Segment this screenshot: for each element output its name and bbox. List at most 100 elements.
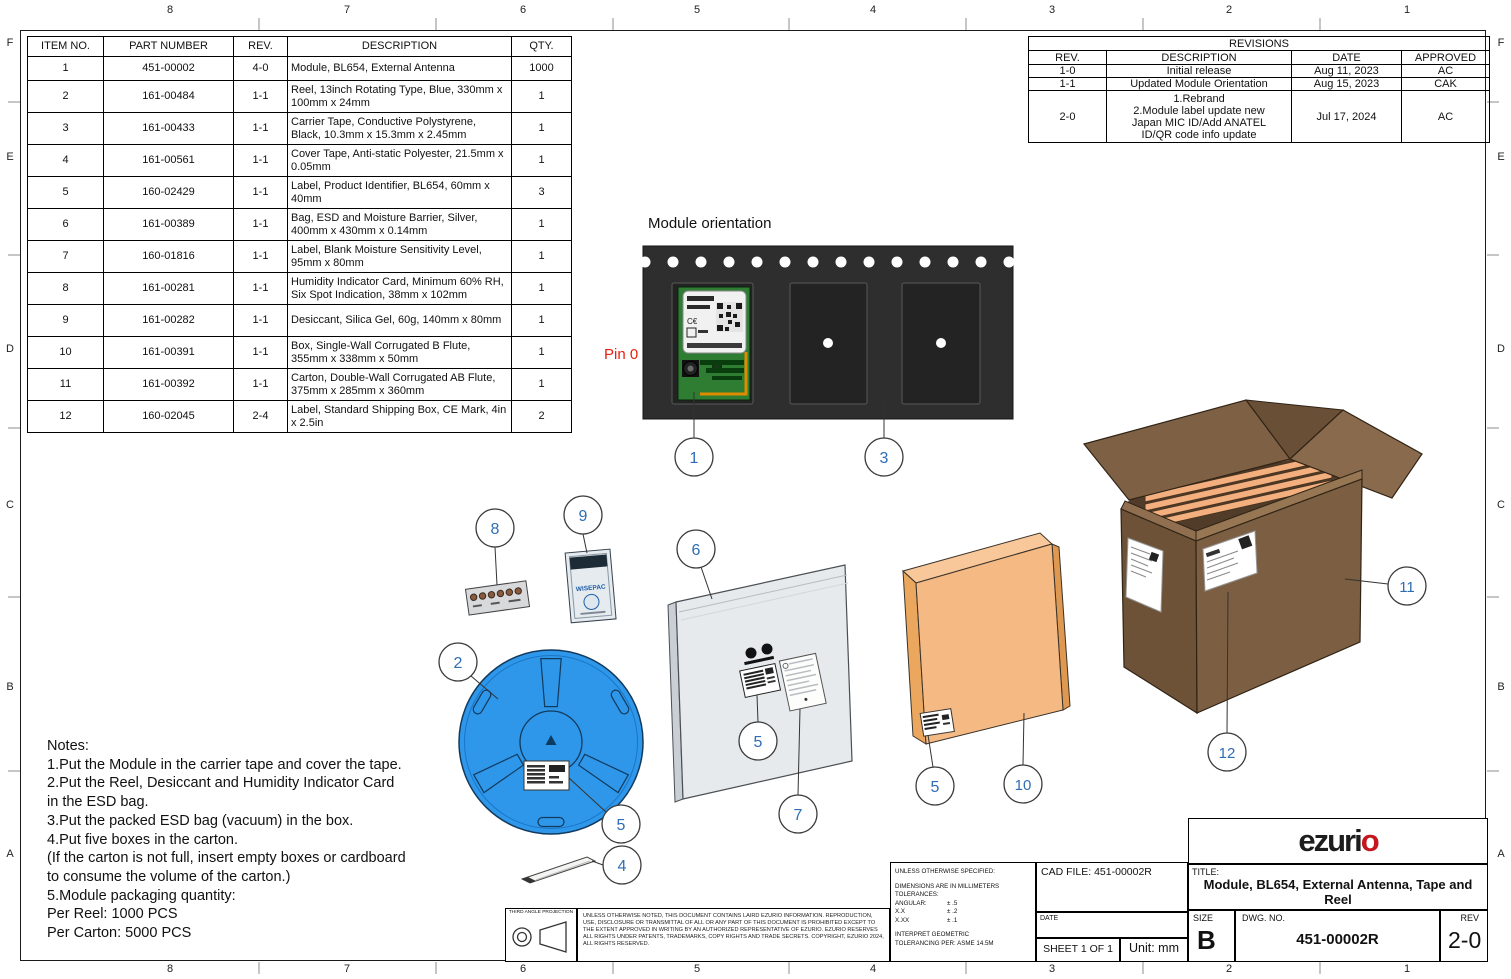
svg-text:12: 12 [1219,745,1236,762]
zone-col-6-top: 6 [519,4,527,16]
box-drawing [902,532,1071,745]
zone-row-b-right: B [1497,681,1505,693]
svg-text:7: 7 [794,807,803,824]
carton-front-label [1202,530,1258,592]
col-qty: QTY. [511,36,572,57]
zone-col-7-bottom: 7 [343,963,351,975]
size-cell: SIZE B [1188,910,1235,962]
dwg-label: DWG. NO. [1242,913,1285,923]
cell-item: 4 [27,144,104,177]
zone-col-6-bottom: 6 [519,963,527,975]
cell-item: 5 [27,176,104,209]
ezurio-logo: ezurio [1298,823,1379,858]
zone-row-e-left: E [6,151,14,163]
svg-text:3: 3 [880,450,889,467]
cell-approved: AC [1401,90,1490,143]
cell-qty: 1000 [511,56,572,81]
cell-rev: 2-4 [233,400,288,433]
cell-desc: Label, Standard Shipping Box, CE Mark, 4… [287,400,512,433]
cell-qty: 1 [511,336,572,369]
zone-col-1-bottom: 1 [1403,963,1411,975]
cell-desc: Cover Tape, Anti-static Polyester, 21.5m… [287,144,512,177]
zone-col-2-bottom: 2 [1225,963,1233,975]
cell-part: 160-01816 [103,240,234,273]
cell-qty: 2 [511,400,572,433]
zone-col-8-top: 8 [166,4,174,16]
zone-col-4-bottom: 4 [869,963,877,975]
rev-label: REV [1460,913,1479,923]
cell-qty: 1 [511,112,572,145]
cell-part: 451-00002 [103,56,234,81]
cell-qty: 1 [511,304,572,337]
cell-qty: 1 [511,368,572,401]
balloon-item-7: 7 [778,708,818,834]
legal-notice: UNLESS OTHERWISE NOTED, THIS DOCUMENT CO… [577,908,890,962]
cell-rev: 1-1 [233,240,288,273]
carton-side-label [1125,537,1164,613]
cell-part: 161-00433 [103,112,234,145]
tolerance-row: ANGULAR:± .5 [895,899,958,907]
col-description: DESCRIPTION [1106,50,1292,65]
cell-rev: 1-1 [233,304,288,337]
cell-desc: Initial release [1106,64,1292,78]
zone-col-8-bottom: 8 [166,963,174,975]
cell-part: 161-00561 [103,144,234,177]
rev-cell: REV 2-0 [1440,910,1488,962]
svg-text:4: 4 [618,858,627,875]
tolerance-block: UNLESS OTHERWISE SPECIFIED: DIMENSIONS A… [890,862,1036,962]
cell-item: 8 [27,272,104,305]
carrier-tape-drawing: C€ [639,245,1015,420]
svg-text:5: 5 [617,817,626,834]
cell-qty: 3 [511,176,572,209]
tolerance-row: X.X± .2 [895,908,958,915]
balloon-item-5-reel: 5 [568,777,641,844]
parts-table-header: ITEM NO. PART NUMBER REV. DESCRIPTION QT… [27,36,572,57]
cell-item: 2 [27,80,104,113]
cell-rev: 1-1 [233,144,288,177]
cell-item: 10 [27,336,104,369]
cell-part: 161-00281 [103,272,234,305]
size-value: B [1197,925,1216,955]
bag-msl-label [778,652,827,712]
cell-part: 161-00392 [103,368,234,401]
esd-symbols-icon [744,643,775,666]
col-part-number: PART NUMBER [103,36,234,57]
zone-col-3-top: 3 [1048,4,1056,16]
pin0-label: Pin 0 [604,346,639,363]
cell-qty: 1 [511,240,572,273]
reel-drawing [458,649,644,835]
zone-row-a-left: A [6,848,14,860]
zone-col-5-top: 5 [693,4,701,16]
cell-rev: 4-0 [233,56,288,81]
balloon-item-10: 10 [1003,712,1043,804]
balloon-item-8: 8 [475,508,515,586]
cell-rev: 1-1 [1028,77,1107,91]
balloon-item-12: 12 [1207,591,1247,772]
tolerance-row: X.XX± .1 [895,916,958,924]
third-angle-label: THIRD ANGLE PROJECTION [508,910,574,915]
cell-desc: Carton, Double-Wall Corrugated AB Flute,… [287,368,512,401]
cell-part: 160-02429 [103,176,234,209]
col-description: DESCRIPTION [287,36,512,57]
balloon-item-9: 9 [563,495,603,554]
cell-approved: CAK [1401,77,1490,91]
balloon-item-6: 6 [676,529,716,600]
svg-text:8: 8 [491,521,500,538]
cell-approved: AC [1401,64,1490,78]
cell-desc: Label, Blank Moisture Sensitivity Level,… [287,240,512,273]
col-rev: REV. [233,36,288,57]
revisions-table: REVISIONS REV. DESCRIPTION DATE APPROVED… [1028,36,1490,143]
svg-text:11: 11 [1399,579,1415,596]
esd-bag-drawing [667,564,853,803]
svg-text:10: 10 [1015,777,1032,794]
